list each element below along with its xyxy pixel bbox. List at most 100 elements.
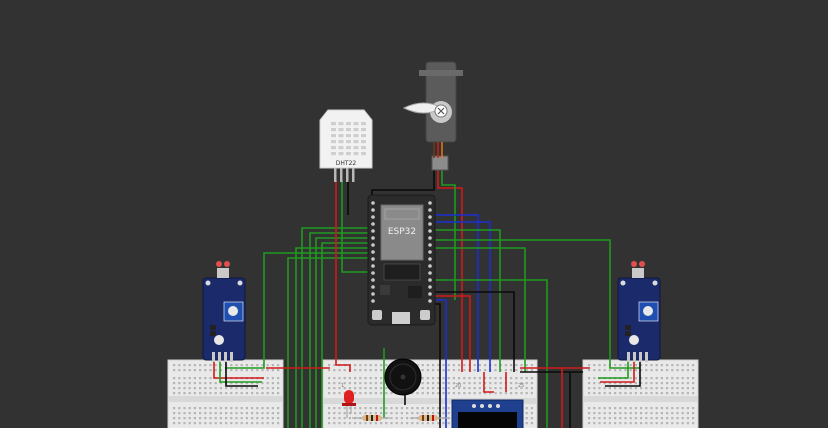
breadboard-hole bbox=[510, 377, 513, 380]
breadboard-hole bbox=[655, 392, 658, 395]
esp32-pin bbox=[428, 222, 432, 226]
wire-black[interactable] bbox=[225, 362, 258, 387]
resistor-2[interactable] bbox=[410, 415, 450, 421]
breadboard-hole bbox=[333, 369, 336, 372]
buzzer[interactable] bbox=[384, 358, 422, 396]
breadboard-hole bbox=[655, 417, 658, 420]
breadboard-hole bbox=[193, 392, 196, 395]
breadboard-hole bbox=[442, 369, 445, 372]
breadboard-hole bbox=[240, 382, 243, 385]
breadboard-hole bbox=[214, 369, 217, 372]
wire-black[interactable] bbox=[428, 291, 515, 372]
wire-green[interactable] bbox=[428, 247, 526, 372]
breadboard-hole bbox=[588, 417, 591, 420]
breadboard-hole bbox=[530, 369, 533, 372]
breadboard-hole bbox=[686, 422, 689, 425]
wire-green[interactable] bbox=[341, 180, 372, 273]
breadboard-hole bbox=[338, 422, 341, 425]
wire-green[interactable] bbox=[287, 257, 372, 428]
breadboard-hole bbox=[447, 407, 450, 410]
wire-red[interactable] bbox=[428, 295, 471, 372]
breadboard-hole bbox=[390, 407, 393, 410]
wire-green[interactable] bbox=[598, 362, 629, 379]
breadboard-hole bbox=[452, 364, 455, 367]
wire-red[interactable] bbox=[483, 372, 494, 393]
potentiometer-icon[interactable] bbox=[228, 306, 238, 316]
breadboard-hole bbox=[277, 364, 280, 367]
esp32-boot-button[interactable] bbox=[372, 310, 382, 320]
esp32-board[interactable]: ESP32 bbox=[367, 194, 436, 326]
dht22-vent bbox=[346, 134, 351, 138]
breadboard-hole bbox=[686, 382, 689, 385]
dht22-sensor[interactable]: DHT22 bbox=[319, 109, 373, 182]
wire-green[interactable] bbox=[428, 279, 548, 428]
breadboard-hole bbox=[380, 382, 383, 385]
breadboard-hole bbox=[178, 407, 181, 410]
breadboard-hole bbox=[660, 392, 663, 395]
wire-red[interactable] bbox=[600, 362, 635, 383]
breadboard-hole bbox=[380, 422, 383, 425]
breadboard-hole bbox=[245, 387, 248, 390]
servo-motor[interactable] bbox=[402, 61, 463, 171]
breadboard-hole bbox=[634, 377, 637, 380]
wire-blue[interactable] bbox=[428, 214, 479, 372]
breadboard-hole bbox=[369, 377, 372, 380]
breadboard-hole bbox=[458, 382, 461, 385]
wire-green[interactable] bbox=[219, 362, 262, 383]
wire-green[interactable] bbox=[321, 242, 372, 428]
breadboard-hole bbox=[369, 369, 372, 372]
resistor-1[interactable] bbox=[352, 415, 390, 421]
breadboard-hole bbox=[458, 392, 461, 395]
breadboard-hole bbox=[369, 382, 372, 385]
dht22-vent bbox=[361, 134, 366, 138]
breadboard-hole bbox=[390, 422, 393, 425]
breadboard-hole bbox=[660, 387, 663, 390]
wire-green[interactable] bbox=[441, 168, 456, 300]
wire-blue[interactable] bbox=[428, 221, 491, 372]
breadboard-hole bbox=[624, 392, 627, 395]
breadboard-hole bbox=[640, 387, 643, 390]
breadboard-hole bbox=[660, 369, 663, 372]
breadboard-hole bbox=[515, 392, 518, 395]
wire-green[interactable] bbox=[301, 227, 372, 428]
breadboard-hole bbox=[432, 412, 435, 415]
wire-green[interactable] bbox=[309, 232, 372, 428]
breadboard-hole bbox=[240, 392, 243, 395]
oled-display[interactable] bbox=[451, 399, 524, 428]
breadboard-hole bbox=[271, 369, 274, 372]
breadboard-hole bbox=[452, 392, 455, 395]
esp32-en-button[interactable] bbox=[420, 310, 430, 320]
wire-green[interactable] bbox=[428, 229, 501, 372]
breadboard-hole bbox=[640, 407, 643, 410]
wire-green[interactable] bbox=[315, 237, 372, 428]
breadboard-hole bbox=[660, 377, 663, 380]
potentiometer-icon[interactable] bbox=[643, 306, 653, 316]
breadboard-hole bbox=[193, 387, 196, 390]
wire-red[interactable] bbox=[335, 180, 351, 372]
breadboard-hole bbox=[193, 369, 196, 372]
sensor-module-left[interactable] bbox=[202, 261, 246, 362]
breadboard-hole bbox=[204, 369, 207, 372]
esp32-pin bbox=[371, 250, 375, 254]
breadboard-hole bbox=[489, 392, 492, 395]
esp32-pin bbox=[428, 257, 432, 261]
dht22-vent-grid bbox=[331, 122, 366, 156]
wire-green[interactable] bbox=[225, 252, 372, 369]
breadboard-hole bbox=[426, 382, 429, 385]
esp32-usb-port[interactable] bbox=[392, 312, 410, 324]
breadboard-hole bbox=[650, 369, 653, 372]
sensor-module-right[interactable] bbox=[617, 261, 661, 362]
breadboard-hole bbox=[452, 382, 455, 385]
led-red[interactable] bbox=[342, 390, 356, 418]
breadboard-hole bbox=[240, 364, 243, 367]
wire-black[interactable] bbox=[605, 362, 641, 387]
breadboard-hole bbox=[681, 407, 684, 410]
breadboard-hole bbox=[183, 422, 186, 425]
breadboard-hole bbox=[593, 387, 596, 390]
wire-red[interactable] bbox=[213, 362, 264, 379]
breadboard-hole bbox=[183, 382, 186, 385]
breadboard-hole bbox=[230, 422, 233, 425]
wire-green[interactable] bbox=[428, 239, 640, 369]
breadboard-hole bbox=[230, 382, 233, 385]
